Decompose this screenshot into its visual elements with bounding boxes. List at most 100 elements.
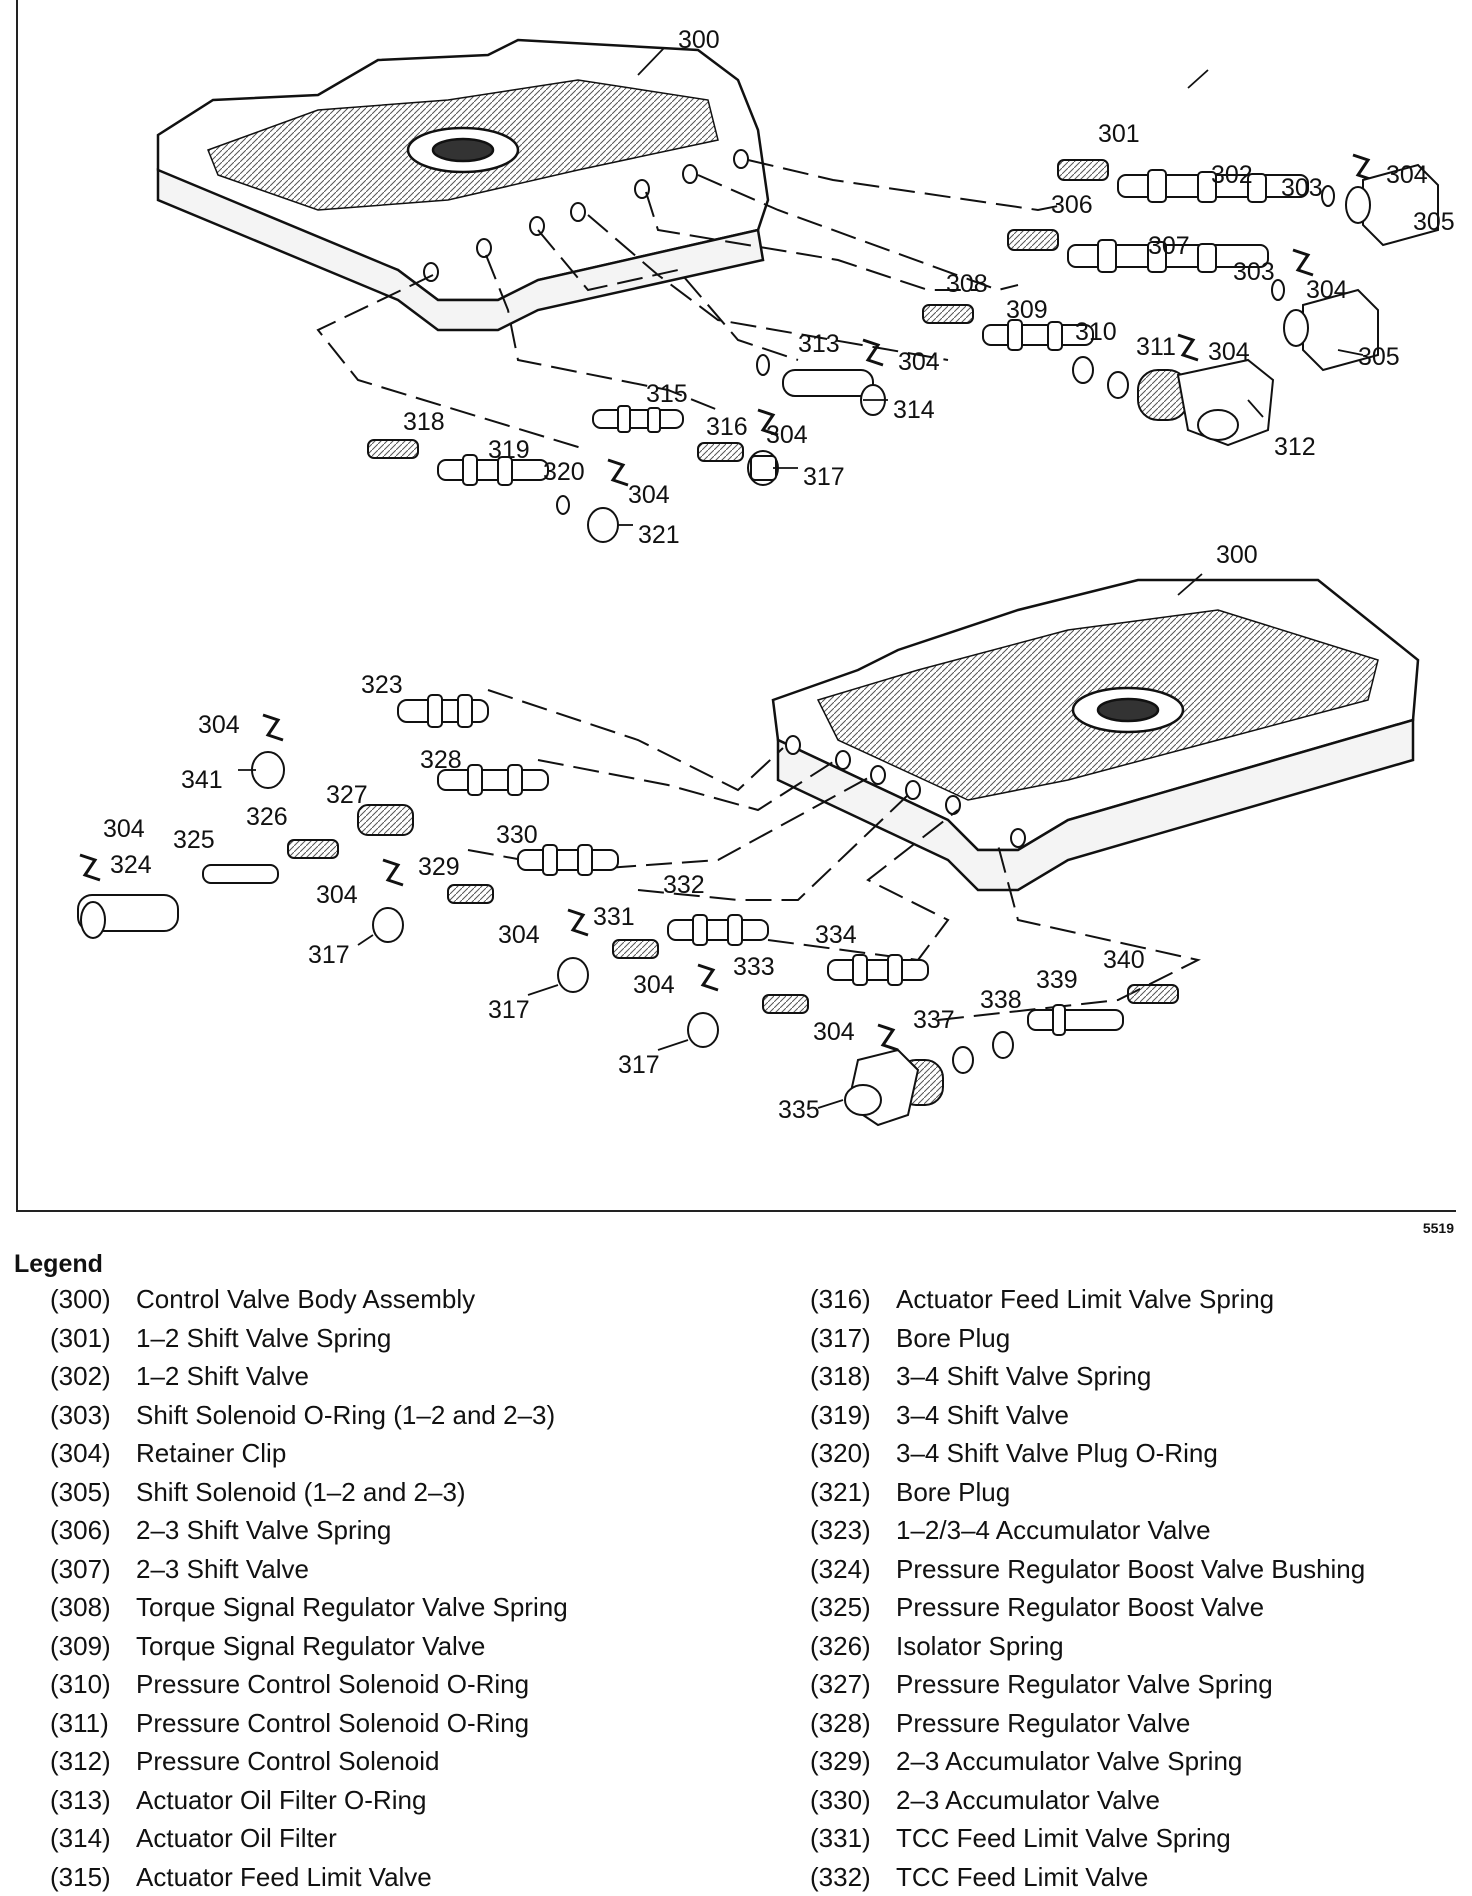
legend-number: (313): [50, 1781, 136, 1820]
callout-302: 302: [1211, 161, 1253, 189]
legend-label: Bore Plug: [896, 1323, 1010, 1353]
callout-333: 333: [733, 953, 775, 981]
legend-item: (305)Shift Solenoid (1–2 and 2–3): [50, 1473, 568, 1512]
legend-label: 2–3 Accumulator Valve Spring: [896, 1746, 1242, 1776]
spring-301: [1058, 160, 1108, 180]
callout-321: 321: [638, 521, 680, 549]
callout-304-d: 304: [898, 348, 940, 376]
callout-334: 334: [815, 921, 857, 949]
legend-item: (324)Pressure Regulator Boost Valve Bush…: [810, 1550, 1365, 1589]
legend-column-left: (300)Control Valve Body Assembly (301)1–…: [50, 1280, 568, 1896]
callout-317-b: 317: [488, 996, 530, 1024]
legend-label: 2–3 Shift Valve Spring: [136, 1515, 391, 1545]
legend-label: Pressure Regulator Valve: [896, 1708, 1190, 1738]
tcc-solenoid-335: [845, 1050, 943, 1125]
callout-337: 337: [913, 1006, 955, 1034]
callout-307: 307: [1148, 232, 1190, 260]
legend-item: (312)Pressure Control Solenoid: [50, 1742, 568, 1781]
callout-319: 319: [488, 436, 530, 464]
legend-item: (315)Actuator Feed Limit Valve: [50, 1858, 568, 1896]
legend-label: TCC Feed Limit Valve Spring: [896, 1823, 1231, 1853]
legend-number: (331): [810, 1819, 896, 1858]
valve-body-upper: [158, 40, 768, 330]
legend-label: Torque Signal Regulator Valve Spring: [136, 1592, 568, 1622]
legend-number: (310): [50, 1665, 136, 1704]
legend-item: (313)Actuator Oil Filter O-Ring: [50, 1781, 568, 1820]
legend-item: (300)Control Valve Body Assembly: [50, 1280, 568, 1319]
legend-title: Legend: [14, 1250, 103, 1279]
callout-335: 335: [778, 1096, 820, 1124]
callout-300-upper: 300: [678, 26, 720, 54]
valve-body-lower: [773, 580, 1418, 890]
legend-label: Pressure Control Solenoid: [136, 1746, 440, 1776]
legend-label: Shift Solenoid (1–2 and 2–3): [136, 1477, 466, 1507]
legend-number: (316): [810, 1280, 896, 1319]
callout-312: 312: [1274, 433, 1316, 461]
callout-323: 323: [361, 671, 403, 699]
legend-number: (323): [810, 1511, 896, 1550]
legend-label: Actuator Feed Limit Valve Spring: [896, 1284, 1274, 1314]
legend-label: Actuator Feed Limit Valve: [136, 1862, 432, 1892]
legend-number: (311): [50, 1704, 136, 1743]
legend-item: (327)Pressure Regulator Valve Spring: [810, 1665, 1365, 1704]
figure-id: 5519: [1423, 1220, 1454, 1236]
legend-label: 3–4 Shift Valve: [896, 1400, 1069, 1430]
callout-327: 327: [326, 781, 368, 809]
callout-317-c: 317: [618, 1051, 660, 1079]
legend-number: (326): [810, 1627, 896, 1666]
callout-304-h: 304: [103, 815, 145, 843]
legend-item: (303)Shift Solenoid O-Ring (1–2 and 2–3): [50, 1396, 568, 1435]
callout-340: 340: [1103, 946, 1145, 974]
callout-303-upper: 303: [1281, 174, 1323, 202]
legend-number: (332): [810, 1858, 896, 1896]
legend-item: (330)2–3 Accumulator Valve: [810, 1781, 1365, 1820]
callout-305-lower: 305: [1358, 343, 1400, 371]
callout-300-lower: 300: [1216, 541, 1258, 569]
callout-304-upper: 304: [1386, 161, 1428, 189]
legend-item: (329)2–3 Accumulator Valve Spring: [810, 1742, 1365, 1781]
callout-304-f: 304: [628, 481, 670, 509]
legend-number: (301): [50, 1319, 136, 1358]
callout-330: 330: [496, 821, 538, 849]
legend-item: (328)Pressure Regulator Valve: [810, 1704, 1365, 1743]
pressure-control-solenoid-312: [1138, 360, 1273, 445]
legend-label: Retainer Clip: [136, 1438, 286, 1468]
legend-item: (302)1–2 Shift Valve: [50, 1357, 568, 1396]
callout-309: 309: [1006, 296, 1048, 324]
legend-number: (319): [810, 1396, 896, 1435]
callout-301: 301: [1098, 120, 1140, 148]
legend-item: (311)Pressure Control Solenoid O-Ring: [50, 1704, 568, 1743]
callout-325: 325: [173, 826, 215, 854]
legend-label: Pressure Regulator Boost Valve: [896, 1592, 1264, 1622]
legend-number: (330): [810, 1781, 896, 1820]
legend-label: Shift Solenoid O-Ring (1–2 and 2–3): [136, 1400, 555, 1430]
legend-column-right: (316)Actuator Feed Limit Valve Spring (3…: [810, 1280, 1365, 1896]
legend-label: 1–2 Shift Valve: [136, 1361, 309, 1391]
legend-number: (303): [50, 1396, 136, 1435]
legend-item: (319)3–4 Shift Valve: [810, 1396, 1365, 1435]
legend-item: (316)Actuator Feed Limit Valve Spring: [810, 1280, 1365, 1319]
legend-item: (332)TCC Feed Limit Valve: [810, 1858, 1365, 1896]
callout-329: 329: [418, 853, 460, 881]
callout-317-a: 317: [308, 941, 350, 969]
legend-number: (320): [810, 1434, 896, 1473]
legend-item: (323)1–2/3–4 Accumulator Valve: [810, 1511, 1365, 1550]
legend-number: (315): [50, 1858, 136, 1896]
legend-number: (312): [50, 1742, 136, 1781]
legend-label: 3–4 Shift Valve Plug O-Ring: [896, 1438, 1218, 1468]
callout-304-l: 304: [813, 1018, 855, 1046]
callout-304-i: 304: [316, 881, 358, 909]
diagram-drawing: 300 301 302 303 304 305 306 307 303 304 …: [18, 0, 1458, 1210]
legend-number: (304): [50, 1434, 136, 1473]
legend-number: (305): [50, 1473, 136, 1512]
legend-number: (328): [810, 1704, 896, 1743]
callout-306: 306: [1051, 191, 1093, 219]
legend-item: (317)Bore Plug: [810, 1319, 1365, 1358]
legend-label: Torque Signal Regulator Valve: [136, 1631, 485, 1661]
callout-310: 310: [1075, 318, 1117, 346]
legend-label: Pressure Control Solenoid O-Ring: [136, 1669, 529, 1699]
legend-label: TCC Feed Limit Valve: [896, 1862, 1148, 1892]
callout-339: 339: [1036, 966, 1078, 994]
legend-item: (331)TCC Feed Limit Valve Spring: [810, 1819, 1365, 1858]
legend-number: (324): [810, 1550, 896, 1589]
